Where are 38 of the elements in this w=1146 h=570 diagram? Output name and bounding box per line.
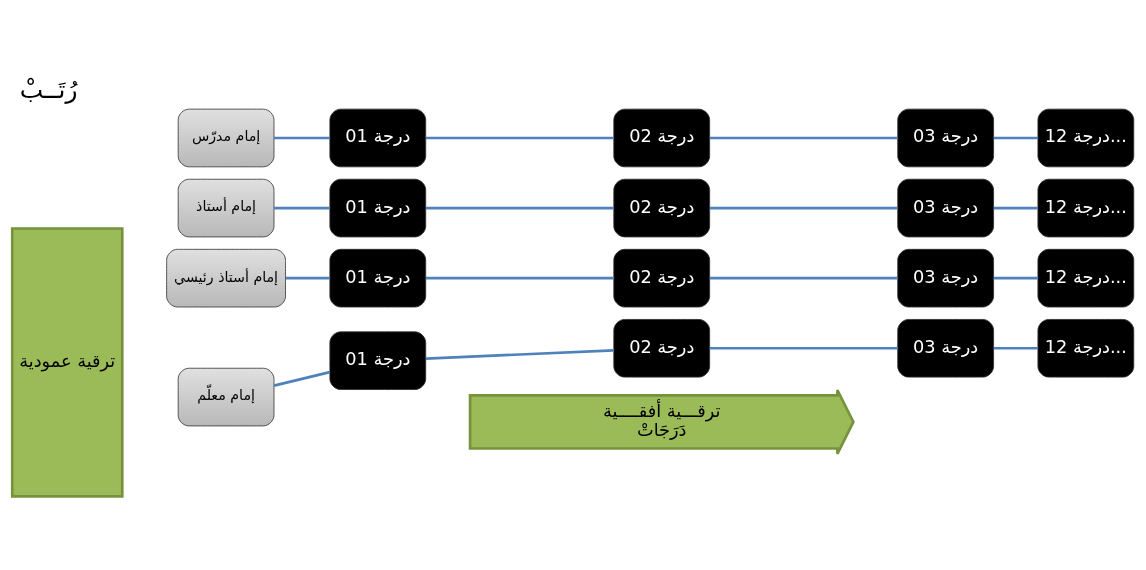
diagram-title: رُتَــبْ <box>19 74 78 104</box>
connector <box>425 348 614 360</box>
connector <box>425 136 614 139</box>
node-box: درجة 02 <box>613 178 711 237</box>
node-box: درجة 01 <box>329 108 427 167</box>
node-box: إمام أستاذ رئيسي <box>166 248 286 307</box>
connector <box>273 370 331 387</box>
connector <box>993 206 1038 209</box>
connector <box>425 276 614 279</box>
node-box: درجة 01 <box>329 248 427 307</box>
connector <box>709 346 898 350</box>
connector <box>709 276 898 279</box>
connector <box>709 206 898 209</box>
connector <box>993 276 1038 279</box>
node-box: درجة 12... <box>1037 248 1135 307</box>
node-box: درجة 03 <box>897 318 994 378</box>
node-box: درجة 12... <box>1037 178 1135 237</box>
node-box: درجة 01 <box>329 178 427 237</box>
node-box: درجة 03 <box>897 248 994 307</box>
node-box: درجة 03 <box>897 178 994 237</box>
connector <box>274 136 330 139</box>
node-box: ترقية عمودية <box>10 226 124 498</box>
node-box: إمام أستاذ <box>177 178 275 237</box>
node-box: إمام مدرّس <box>177 108 275 167</box>
connector <box>709 136 898 139</box>
connector <box>285 276 330 279</box>
node-box: إمام معلّم <box>177 367 275 426</box>
node-box: درجة 03 <box>897 108 994 167</box>
node-box: درجة 02 <box>613 248 711 307</box>
node-box: درجة 02 <box>613 318 711 378</box>
connector <box>993 346 1038 350</box>
node-box: درجة 12... <box>1037 318 1135 378</box>
connector <box>274 206 330 209</box>
node-box: درجة 02 <box>613 108 711 167</box>
node-box: درجة 12... <box>1037 108 1135 167</box>
node-box: درجة 01 <box>329 330 427 390</box>
connector <box>993 136 1038 139</box>
connector <box>425 206 614 209</box>
